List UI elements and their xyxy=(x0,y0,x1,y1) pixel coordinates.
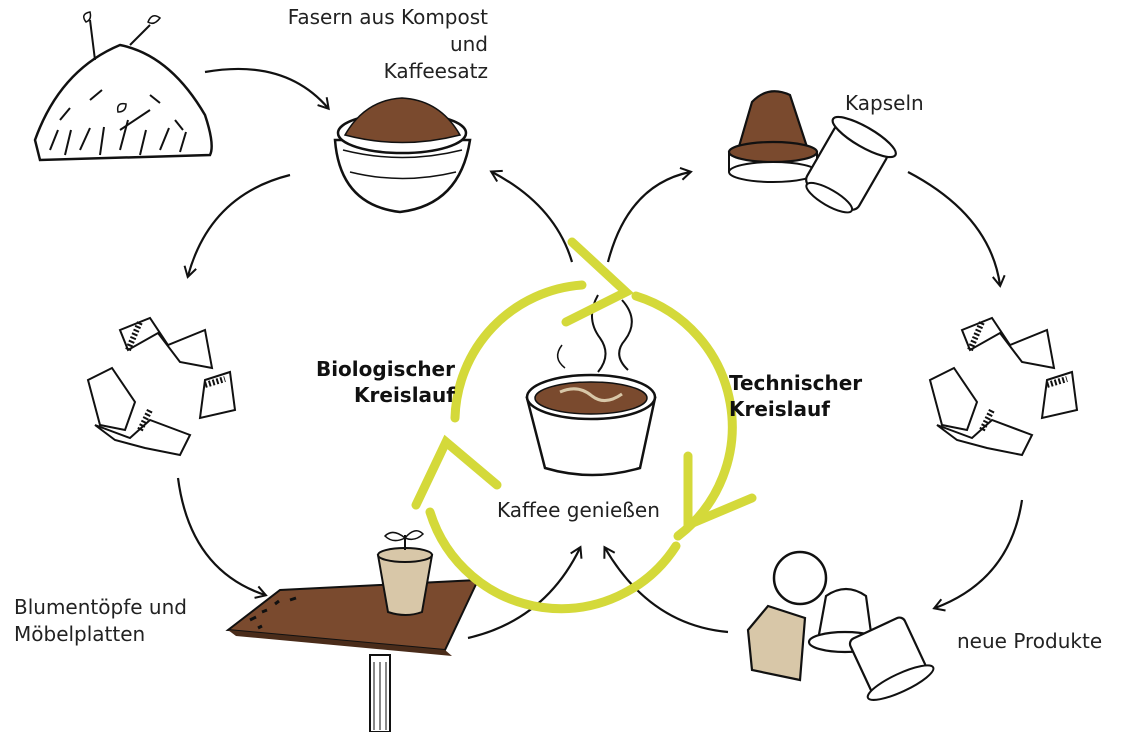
arrow-table-to-center xyxy=(467,545,583,640)
capsule-keychain-icon xyxy=(746,550,935,701)
cycle-arrow-top xyxy=(450,280,587,423)
label-technical-cycle: Technischer Kreislauf xyxy=(729,371,863,421)
label-capsules: Kapseln xyxy=(845,91,924,115)
label-fibers: Fasern aus Kompost und Kaffeesatz xyxy=(287,5,488,83)
arrow-recycle-right-to-products xyxy=(932,499,1024,612)
arrow-capsules-to-recycle-right xyxy=(907,171,1006,288)
compost-pile-icon xyxy=(33,11,213,162)
recycle-icon xyxy=(928,316,1079,457)
recycle-icon xyxy=(86,316,237,457)
label-biological-cycle: Biologischer Kreislauf xyxy=(315,357,455,407)
capsules-icon xyxy=(727,90,897,214)
cycle-arrow-right xyxy=(631,291,737,541)
label-new-products: neue Produkte xyxy=(957,629,1103,653)
cycle-arrowhead-left xyxy=(411,434,502,510)
label-enjoy-coffee: Kaffee genießen xyxy=(497,498,660,522)
arrow-bowl-to-recycle-left xyxy=(183,173,291,279)
arrow-products-to-center xyxy=(603,545,729,634)
cycle-arrowhead-top xyxy=(561,237,634,327)
arrow-recycle-left-to-table xyxy=(176,477,268,599)
central-cycle-arrows xyxy=(411,237,757,614)
coffee-grounds-bowl-icon xyxy=(333,97,472,214)
flow-arrows xyxy=(176,67,1024,640)
flower-pot-table-icon xyxy=(225,530,480,732)
label-flowerpots: Blumentöpfe und Möbelplatten xyxy=(14,595,187,646)
coffee-cup-icon xyxy=(525,294,657,477)
arrow-compost-to-bowl xyxy=(204,67,330,111)
arrow-center-to-bowl xyxy=(489,169,574,263)
cycle-arrowhead-right xyxy=(683,451,757,532)
cycle-arrow-bottom xyxy=(425,507,681,614)
arrow-center-to-capsules xyxy=(606,167,693,263)
